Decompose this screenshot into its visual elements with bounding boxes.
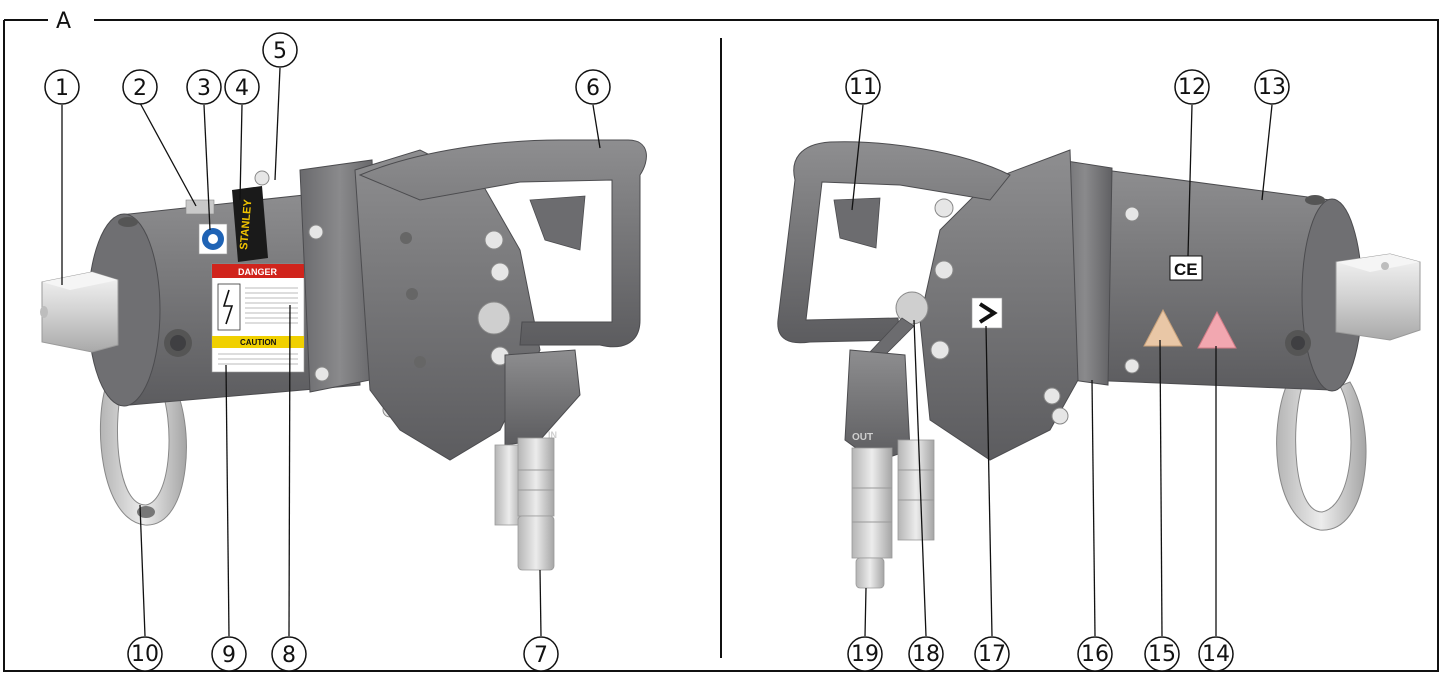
callout-9-label: 9 (222, 643, 236, 668)
callout-11-label: 11 (849, 75, 877, 100)
callout-16-label: 16 (1081, 642, 1109, 667)
callout-18-label: 18 (912, 642, 940, 667)
callout-6: 6 (575, 69, 611, 105)
callout-2-label: 2 (133, 76, 147, 101)
callout-5: 5 (262, 32, 298, 68)
callout-7: 7 (523, 636, 559, 672)
right-lifting-bail (1276, 377, 1367, 531)
callout-13-label: 13 (1258, 75, 1286, 100)
callout-4: 4 (224, 69, 260, 105)
callout-7-label: 7 (534, 643, 548, 668)
left-tool-view: STANLEY DANGER CAUTIO (40, 139, 647, 571)
callout-3: 3 (186, 69, 222, 105)
callout-1: 1 (44, 69, 80, 105)
callout-2: 2 (122, 69, 158, 105)
callouts-right: 11 12 13 14 15 16 17 18 19 (845, 69, 1290, 672)
figure-frame (3, 19, 1439, 672)
callout-8: 8 (271, 636, 307, 672)
callout-15: 15 (1144, 636, 1180, 672)
right-hose-fitting: OUT (844, 349, 911, 463)
callout-11: 11 (845, 69, 881, 105)
callout-14-label: 14 (1202, 642, 1230, 667)
right-housing (1084, 167, 1363, 392)
right-ce-mark: CE (1169, 255, 1203, 281)
right-reverse-lever (869, 291, 929, 361)
callout-13: 13 (1254, 69, 1290, 105)
callout-9: 9 (211, 636, 247, 672)
right-hose-coupler-front (851, 447, 893, 589)
port-out-label: OUT (852, 432, 873, 443)
left-square-drive (40, 271, 119, 353)
leader-lines (61, 67, 1273, 637)
left-serial-plate (185, 199, 215, 215)
right-square-drive (1335, 253, 1421, 341)
right-warning-triangle-14 (1197, 310, 1237, 349)
callout-17-label: 17 (978, 642, 1006, 667)
callout-4-label: 4 (235, 76, 249, 101)
left-mandatory-sign (198, 223, 228, 255)
callout-12-label: 12 (1178, 75, 1206, 100)
callout-5-label: 5 (273, 39, 287, 64)
callout-19: 19 (847, 636, 883, 672)
right-direction-decal (971, 297, 1003, 329)
callout-16: 16 (1077, 636, 1113, 672)
left-d-handle (358, 139, 647, 348)
caution-label-text: CAUTION (240, 338, 277, 347)
callout-12: 12 (1174, 69, 1210, 105)
left-warning-decal: DANGER CAUTION (211, 263, 305, 373)
callout-10-label: 10 (131, 642, 159, 667)
callout-6-label: 6 (586, 76, 600, 101)
right-hose-coupler-rear (897, 439, 935, 541)
callout-1-label: 1 (55, 76, 69, 101)
brand-text: STANLEY (238, 198, 254, 250)
callout-3-label: 3 (197, 76, 211, 101)
right-tool-view: CE (777, 141, 1421, 589)
left-motor-body (354, 149, 541, 461)
callout-8-label: 8 (282, 643, 296, 668)
callout-19-label: 19 (851, 642, 879, 667)
callout-14: 14 (1198, 636, 1234, 672)
danger-label-text: DANGER (238, 267, 278, 277)
callouts-left: 1 2 3 4 5 6 7 8 9 10 (44, 32, 611, 672)
ce-mark-text: CE (1174, 260, 1198, 279)
callout-17: 17 (974, 636, 1010, 672)
callout-10: 10 (127, 636, 163, 672)
left-hose-coupler-front (517, 437, 555, 571)
left-hose-fitting: IN (504, 349, 581, 446)
left-brand-band: STANLEY (232, 186, 268, 262)
port-in-label: IN (548, 430, 557, 440)
right-d-handle (777, 141, 1011, 344)
callout-15-label: 15 (1148, 642, 1176, 667)
right-warning-triangle-15 (1143, 308, 1183, 347)
callout-18: 18 (908, 636, 944, 672)
panel-label: A (56, 9, 71, 34)
